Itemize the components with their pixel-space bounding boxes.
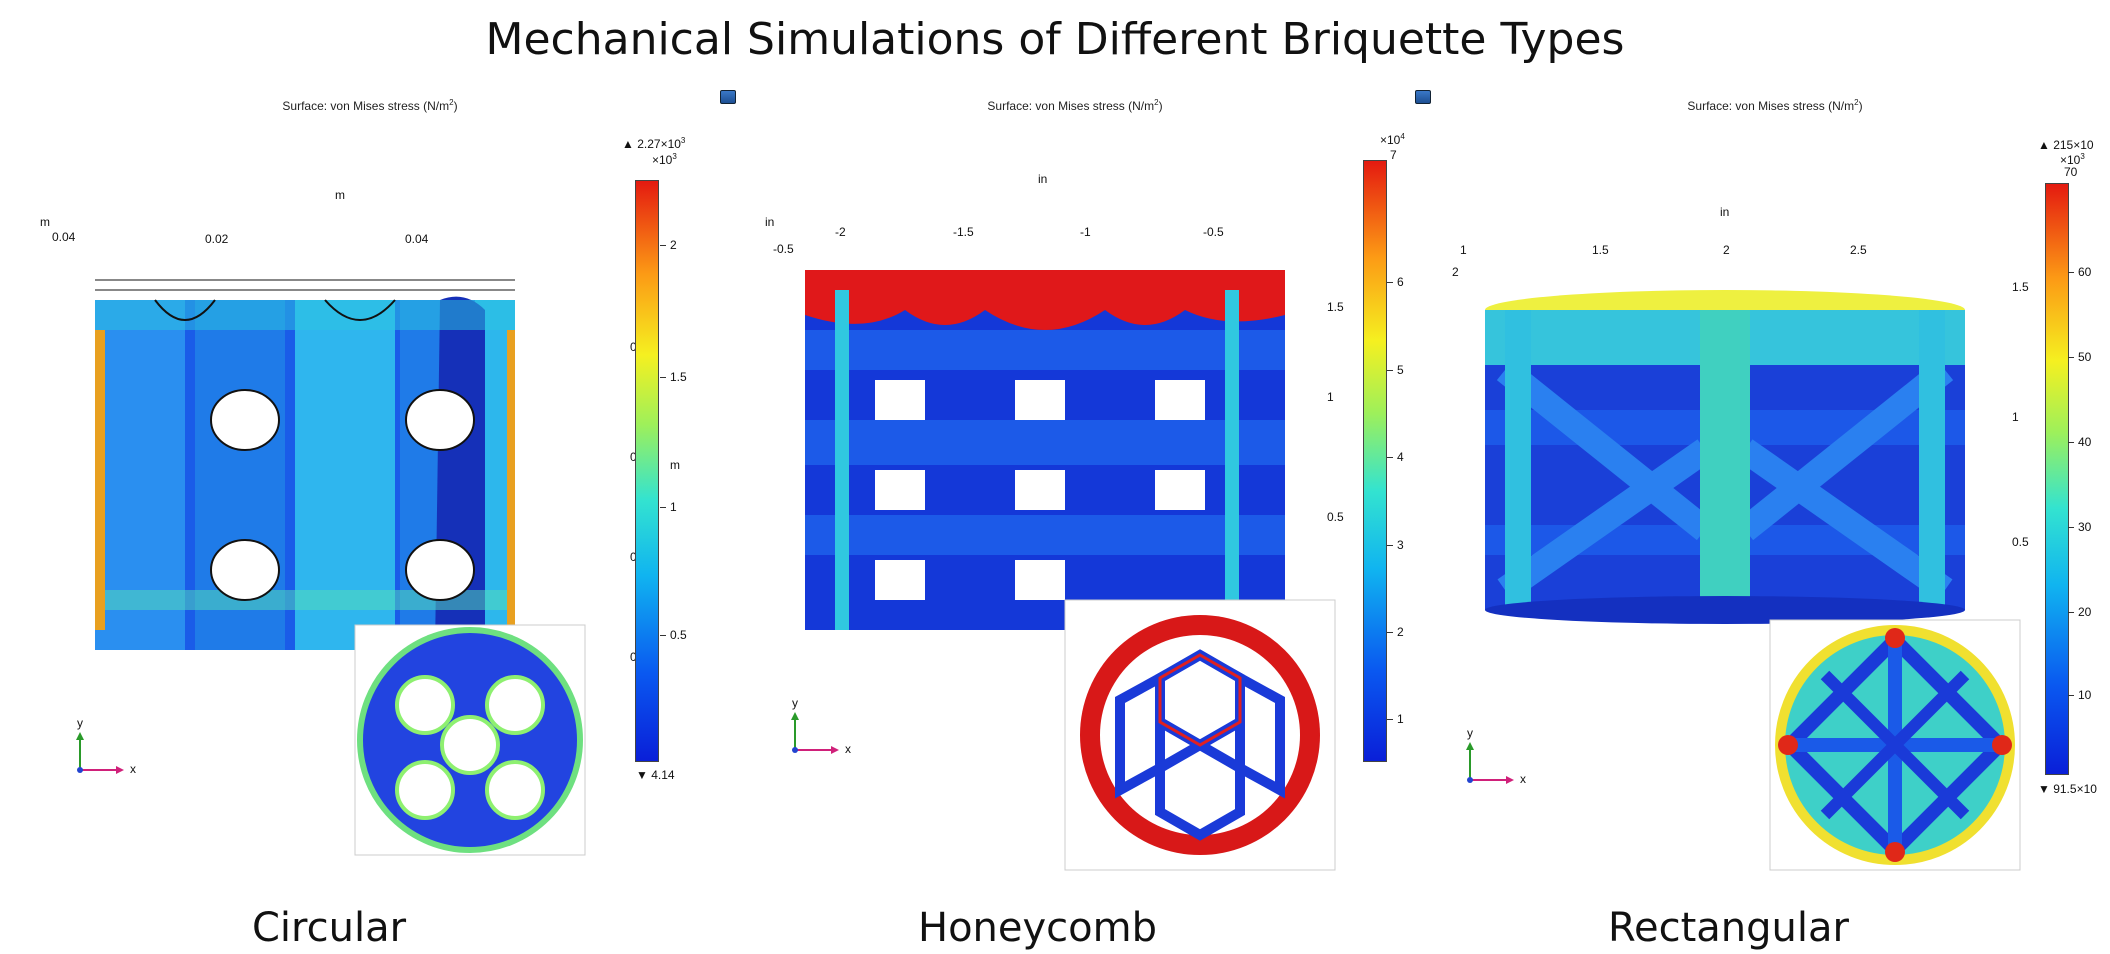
- top-axis-tick: -1.5: [953, 225, 974, 239]
- top-axis-tick: 2.5: [1850, 243, 1867, 257]
- side-tick: 1.5: [2012, 280, 2029, 294]
- top-axis-unit: m: [335, 188, 345, 202]
- axis-triad: [791, 712, 839, 754]
- circular-panel: Surface: von Mises stress (N/m2) m m 0: [30, 80, 736, 860]
- colorbar-multiplier: ×103: [652, 152, 677, 167]
- colorbar-tick: 1: [1387, 712, 1404, 726]
- colorbar-min: ▼ 4.14: [636, 768, 675, 782]
- colorbar-tick: 60: [2067, 265, 2092, 279]
- top-axis-tick: -1: [1080, 225, 1091, 239]
- surface-label: Surface: von Mises stress (N/m2): [282, 98, 458, 113]
- top-axis-tick: 1: [1460, 243, 1467, 257]
- colorbar-tick: 40: [2067, 435, 2092, 449]
- circular-inset: [354, 624, 586, 856]
- honeycomb-inset: [1064, 599, 1336, 871]
- x-axis-label: x: [845, 742, 851, 756]
- top-axis-tick: 1.5: [1592, 243, 1609, 257]
- colorbar-tick: 20: [2067, 605, 2092, 619]
- side-tick: 0.5: [1327, 510, 1344, 524]
- top-axis-unit: in: [1720, 205, 1730, 219]
- colorbar-tick: 10: [2067, 688, 2092, 702]
- colorbar-tick: 5: [1387, 363, 1404, 377]
- export-icon[interactable]: [1415, 90, 1431, 104]
- top-axis-tick: 2: [1723, 243, 1730, 257]
- colorbar-multiplier: ×104: [1380, 132, 1405, 147]
- colorbar-multiplier: ×103: [2060, 152, 2085, 167]
- colorbar-tick: 0.5: [660, 628, 687, 642]
- caption-honeycomb: Honeycomb: [918, 905, 1158, 951]
- top-axis-tick: 0.02: [205, 232, 229, 246]
- axis-triad: [1466, 742, 1514, 784]
- left-top-value: -0.5: [773, 242, 794, 256]
- colorbar-tick: 2: [1387, 625, 1404, 639]
- rectangular-inset: [1769, 619, 2021, 871]
- figure-title: Mechanical Simulations of Different Briq…: [485, 14, 1625, 65]
- x-axis-label: x: [1520, 772, 1526, 786]
- rectangular-panel: Surface: von Mises stress (N/m2) in 2 1 …: [1440, 80, 2110, 871]
- x-axis-label: x: [130, 762, 136, 776]
- colorbar-tick: 30: [2067, 520, 2092, 534]
- colorbar-tick: 3: [1387, 538, 1404, 552]
- colorbar-tick: 1.5: [660, 370, 687, 384]
- colorbar-top: 7: [1390, 148, 1397, 162]
- top-axis-tick: -0.5: [1203, 225, 1224, 239]
- colorbar-top: 70: [2064, 165, 2078, 179]
- left-top-value: 0.04: [52, 230, 76, 244]
- surface-label: Surface: von Mises stress (N/m2): [1687, 98, 1863, 113]
- side-axis-unit: m: [670, 458, 680, 472]
- colorbar: [1363, 160, 1387, 762]
- side-tick: 0.5: [2012, 535, 2029, 549]
- colorbar-tick: 50: [2067, 350, 2092, 364]
- honeycomb-panel: Surface: von Mises stress (N/m2) in in -…: [735, 80, 1431, 871]
- surface-label: Surface: von Mises stress (N/m2): [987, 98, 1163, 113]
- colorbar-max: ▲ 215×10: [2038, 138, 2094, 152]
- colorbar-tick: 1: [660, 500, 677, 514]
- top-axis-tick: -2: [835, 225, 846, 239]
- circular-model: [95, 279, 515, 650]
- y-axis-label: y: [792, 696, 798, 710]
- rectangular-model: [1485, 290, 1965, 624]
- colorbar: [2045, 183, 2069, 775]
- side-tick: 1.5: [1327, 300, 1344, 314]
- y-axis-label: y: [1467, 726, 1473, 740]
- colorbar-max: ▲ 2.27×103: [622, 136, 686, 151]
- y-axis-label: y: [77, 716, 83, 730]
- left-axis-unit: m: [40, 215, 50, 229]
- left-axis-unit: in: [765, 215, 775, 229]
- caption-rectangular: Rectangular: [1608, 905, 1849, 951]
- colorbar-tick: 4: [1387, 450, 1404, 464]
- caption-circular: Circular: [252, 905, 407, 951]
- honeycomb-model: [805, 270, 1285, 630]
- colorbar-tick: 2: [660, 238, 677, 252]
- side-tick: 1: [2012, 410, 2019, 424]
- axis-triad: [76, 732, 124, 774]
- export-icon[interactable]: [720, 90, 736, 104]
- left-top-value: 2: [1452, 265, 1459, 279]
- colorbar: [635, 180, 659, 762]
- side-tick: 1: [1327, 390, 1334, 404]
- top-axis-unit: in: [1038, 172, 1048, 186]
- side-tick: 0: [630, 650, 637, 664]
- colorbar-min: ▼ 91.5×10: [2038, 782, 2097, 796]
- colorbar-tick: 6: [1387, 275, 1404, 289]
- top-axis-tick: 0.04: [405, 232, 429, 246]
